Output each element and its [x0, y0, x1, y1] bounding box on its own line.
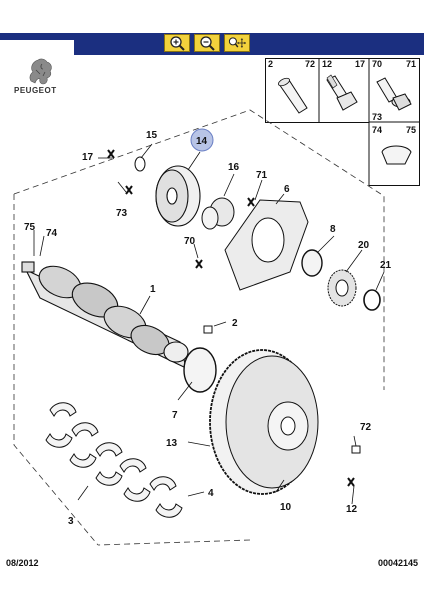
- crankshaft-exploded-diagram: 15 14 16 71 6 17 73 8 70 20 21 75 74 1 2…: [13, 109, 392, 546]
- pulley-washer: [134, 156, 146, 172]
- callout-13: 13: [166, 438, 178, 449]
- fastener-markers: [107, 149, 355, 487]
- callout-2: 2: [232, 318, 238, 329]
- inset-label-12: 12: [322, 59, 332, 69]
- stud-icon: [278, 77, 308, 114]
- crankshaft-pulley: [155, 165, 201, 227]
- callout-7: 7: [172, 410, 178, 421]
- dowel-marker-2: [203, 325, 213, 334]
- inset-label-75: 75: [406, 125, 416, 135]
- front-seal-housing: [224, 199, 309, 291]
- callout-17: 17: [82, 152, 94, 163]
- inset-label-72: 72: [305, 59, 315, 69]
- footer-date: 08/2012: [6, 558, 39, 568]
- zoom-pan-button[interactable]: [224, 34, 250, 52]
- callout-1: 1: [150, 284, 156, 295]
- callout-75: 75: [24, 222, 36, 233]
- callout-21: 21: [380, 260, 392, 271]
- zoom-in-button[interactable]: [164, 34, 190, 52]
- callout-8: 8: [330, 224, 336, 235]
- zoom-out-icon: [200, 36, 215, 51]
- peugeot-lion-logo: [29, 58, 52, 85]
- callout-73: 73: [116, 208, 128, 219]
- brand-name: PEUGEOT: [14, 86, 57, 95]
- inset-label-2: 2: [268, 59, 273, 69]
- oil-pump-sprocket: [327, 269, 357, 307]
- callout-leaders: [33, 143, 385, 505]
- callout-71: 71: [256, 170, 268, 181]
- flywheel: [209, 349, 319, 495]
- assembly-outline: [13, 109, 385, 546]
- callout-14: 14: [196, 136, 208, 147]
- callout-10: 10: [280, 502, 292, 513]
- callout-15: 15: [146, 130, 158, 141]
- callout-20: 20: [358, 240, 370, 251]
- callout-72: 72: [360, 422, 372, 433]
- main-bearing-shells: [45, 402, 183, 518]
- callout-74: 74: [46, 228, 58, 239]
- crankshaft-sprocket: [201, 197, 235, 230]
- toolbar-left-panel: [0, 40, 74, 55]
- woodruff-key-icon: [381, 145, 412, 165]
- inset-label-17: 17: [355, 59, 365, 69]
- callout-4: 4: [208, 488, 214, 499]
- zoom-out-button[interactable]: [194, 34, 220, 52]
- bolt-icon: [326, 74, 358, 111]
- callout-70: 70: [184, 236, 196, 247]
- zoom-in-icon: [170, 36, 185, 51]
- o-ring: [363, 289, 381, 311]
- footer-reference: 00042145: [377, 558, 418, 568]
- zoom-pan-icon: [228, 37, 246, 48]
- fastener-inset-table: 2 72 12 17 70 71 73 74 75: [265, 58, 420, 186]
- rear-oil-seal: [183, 347, 217, 393]
- dowel-marker-72: [351, 445, 361, 454]
- inset-label-71: 71: [406, 59, 416, 69]
- crankshaft: [21, 261, 189, 369]
- inset-label-73: 73: [372, 112, 382, 122]
- zoom-tools: [164, 34, 250, 54]
- inset-label-74: 74: [372, 125, 382, 135]
- inset-label-70: 70: [372, 59, 382, 69]
- oil-seal: [301, 249, 323, 277]
- callout-6: 6: [284, 184, 290, 195]
- callout-12: 12: [346, 504, 358, 515]
- flanged-bolt-icon: [376, 77, 412, 111]
- callout-3: 3: [68, 516, 74, 527]
- callout-16: 16: [228, 162, 240, 173]
- highlight-badge: [190, 128, 214, 152]
